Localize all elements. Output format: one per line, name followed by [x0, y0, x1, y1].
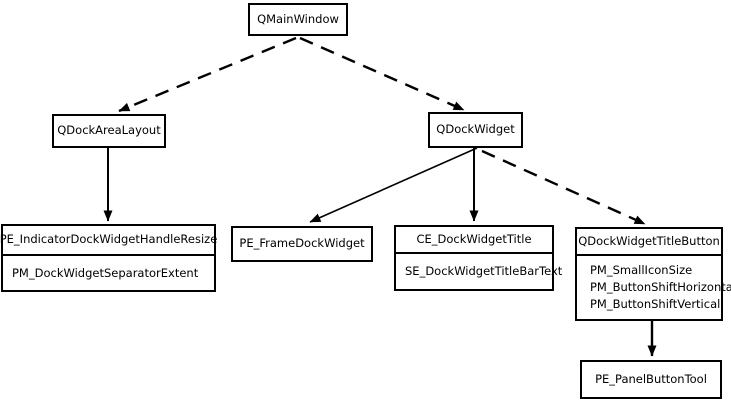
- edge-qmainwindow-to-qdockarealayout: [118, 36, 297, 113]
- node-dock-widget-title-button: QDockWidgetTitleButton PM_SmallIconSize …: [575, 227, 731, 321]
- node-dock-widget-title-items: SE_DockWidgetTitleBarText: [396, 254, 563, 289]
- edge-qdockwidget-to-titlebutton: [481, 149, 646, 226]
- node-panel-button-tool-label: PE_PanelButtonTool: [595, 371, 707, 386]
- node-item: SE_DockWidgetTitleBarText: [405, 264, 563, 278]
- node-qdockwidget-label: QDockWidget: [436, 122, 515, 137]
- node-qdockarealayout: QDockAreaLayout: [52, 114, 166, 148]
- node-item: PM_ButtonShiftVertical: [590, 297, 721, 311]
- edge-qdockwidget-to-framedock: [309, 147, 478, 223]
- node-qdockarealayout-label: QDockAreaLayout: [57, 123, 161, 138]
- node-frame-dock-widget-label: PE_FrameDockWidget: [239, 236, 365, 251]
- node-dock-handle-resize-items: PM_DockWidgetSeparatorExtent: [3, 256, 214, 290]
- node-dock-handle-resize: PE_IndicatorDockWidgetHandleResize PM_Do…: [0, 224, 217, 292]
- node-item: PM_ButtonShiftHorizontal: [590, 280, 731, 294]
- node-dock-widget-title-title: CE_DockWidgetTitle: [396, 227, 552, 254]
- edge-qmainwindow-to-qdockwidget: [299, 36, 465, 112]
- node-dock-handle-resize-title: PE_IndicatorDockWidgetHandleResize: [0, 226, 217, 256]
- node-item: PM_SmallIconSize: [590, 263, 693, 277]
- node-item: PM_DockWidgetSeparatorExtent: [12, 265, 199, 280]
- node-qdockwidget: QDockWidget: [428, 112, 523, 148]
- node-dock-widget-title-button-title: QDockWidgetTitleButton: [577, 229, 721, 256]
- node-panel-button-tool: PE_PanelButtonTool: [580, 360, 722, 399]
- node-frame-dock-widget: PE_FrameDockWidget: [231, 226, 373, 262]
- node-qmainwindow: QMainWindow: [248, 3, 348, 36]
- node-dock-widget-title-button-items: PM_SmallIconSize PM_ButtonShiftHorizonta…: [577, 256, 731, 319]
- node-dock-widget-title: CE_DockWidgetTitle SE_DockWidgetTitleBar…: [394, 225, 563, 291]
- node-qmainwindow-label: QMainWindow: [257, 11, 339, 26]
